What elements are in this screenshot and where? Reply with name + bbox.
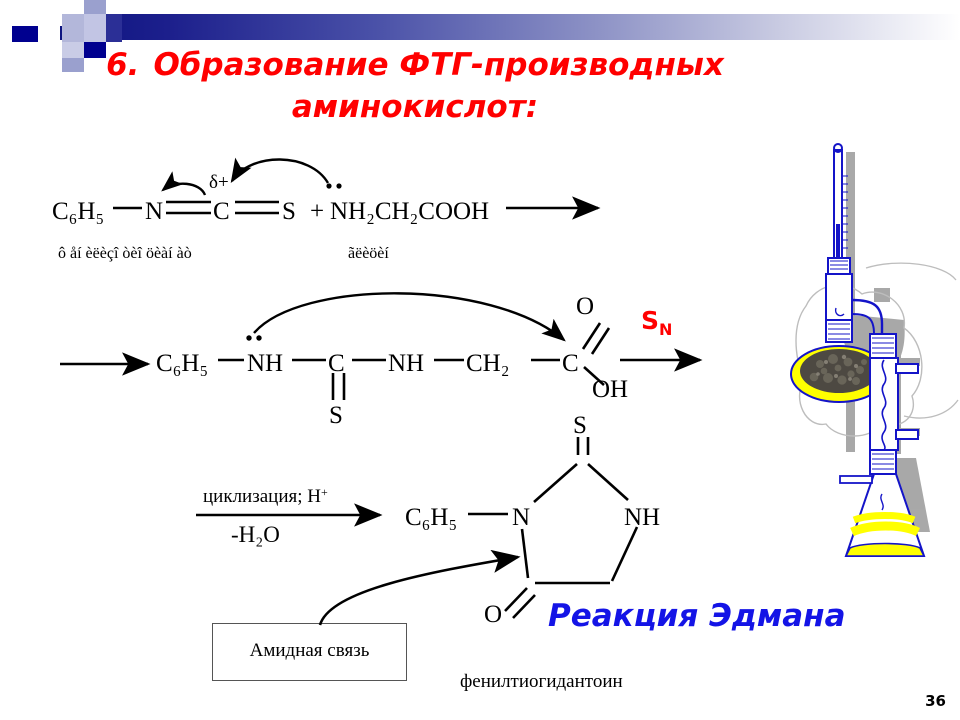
title-text-1: Образование ФТГ-производных bbox=[153, 47, 724, 83]
condenser bbox=[869, 357, 919, 451]
ring-bond-c5-n bbox=[520, 528, 530, 579]
sn-subscript: N bbox=[659, 320, 673, 339]
lone-pair-dot-s2 bbox=[336, 183, 342, 189]
ring-bond-c2-nh bbox=[587, 463, 629, 501]
title-number: 6. bbox=[106, 47, 140, 83]
bond-c-o-row2-b bbox=[590, 327, 611, 355]
row2-oxygen-atom: O bbox=[576, 293, 595, 320]
lone-pair-dot-n1 bbox=[246, 335, 252, 341]
row3-ring-oxygen: O bbox=[484, 601, 503, 628]
row1-reagent2-name: ãëèöèí bbox=[348, 245, 389, 262]
row2-nh-first: NH bbox=[247, 350, 284, 377]
header-square-2 bbox=[40, 6, 62, 26]
row3-ring-nitrogen: N bbox=[512, 504, 531, 531]
header-gradient-bar bbox=[60, 14, 960, 40]
row3-ring-sulfur: S bbox=[573, 412, 587, 439]
row3-above-arrow-label: циклизация; H+ bbox=[203, 485, 328, 508]
amide-bond-callout-box: Амидная связь bbox=[212, 623, 407, 681]
electron-arrow-c-to-n bbox=[161, 171, 207, 196]
bond-c-o-row2-a bbox=[581, 322, 602, 350]
lone-pair-dot-s1 bbox=[326, 183, 332, 189]
sample-granule-texture bbox=[809, 354, 867, 385]
header-square-11 bbox=[106, 0, 122, 14]
lone-pair-dot-n2 bbox=[256, 335, 262, 341]
sn-letter: S bbox=[641, 306, 660, 335]
electron-arrow-nh-to-carboxyl bbox=[253, 292, 566, 342]
header-square-7 bbox=[62, 58, 84, 72]
side-arm-tube bbox=[851, 298, 884, 334]
apparatus-sketch-outline-2 bbox=[865, 262, 957, 281]
row3-below-arrow-label: -H₂O bbox=[231, 522, 280, 547]
erlenmeyer-flask bbox=[839, 473, 926, 557]
side-arm-tube-inner bbox=[851, 313, 875, 335]
row2-carboxyl-carbon: C bbox=[562, 350, 579, 377]
header-square-10 bbox=[84, 42, 106, 58]
header-square-1 bbox=[12, 26, 38, 42]
amide-bond-label: Амидная связь bbox=[249, 640, 370, 661]
header-square-3 bbox=[40, 42, 62, 58]
cyclization-text: циклизация; H bbox=[203, 486, 321, 507]
row3-ring-nh: NH bbox=[624, 504, 661, 531]
row2-nh-second: NH bbox=[388, 350, 425, 377]
row2-hydroxyl-group: OH bbox=[592, 376, 629, 403]
cyclization-sup: + bbox=[320, 485, 328, 499]
row2-phenyl-group: C₆H₅ bbox=[156, 350, 209, 377]
header-square-9 bbox=[84, 14, 106, 42]
distillation-apparatus-clipart bbox=[790, 143, 959, 557]
row1-plus-sign: + bbox=[310, 198, 325, 225]
row1-sulfur-atom: S bbox=[282, 198, 296, 225]
header-square-4 bbox=[62, 0, 84, 14]
ring-bond-n-c2 bbox=[533, 463, 578, 503]
ring-bond-nh-ch2 bbox=[610, 526, 639, 582]
flask-neck bbox=[825, 273, 853, 321]
glass-joint-top bbox=[827, 257, 851, 275]
row1-nitrogen-atom: N bbox=[145, 198, 164, 225]
glass-joint-condenser-bottom bbox=[869, 449, 897, 475]
row1-carbon-atom: C bbox=[213, 198, 230, 225]
row1-reagent1-name: ô åí èëèçî òèî öèàí àò bbox=[58, 245, 192, 262]
row1-reagent2: NH₂CH₂COOH bbox=[330, 198, 490, 225]
row2-sulfur-atom: S bbox=[329, 402, 343, 429]
row3-ring-phenyl: C₆H₅ bbox=[405, 504, 458, 531]
ring-bond-c-o-a bbox=[504, 587, 528, 612]
row1-reagent1: C₆H₅ bbox=[52, 198, 105, 225]
row2-thiocarbonyl-carbon: C bbox=[328, 350, 345, 377]
sample-granule-highlights bbox=[816, 354, 858, 381]
edman-reaction-label: Реакция Эдмана bbox=[548, 598, 846, 634]
product-name-label: фенилтиогидантоин bbox=[460, 671, 623, 692]
title-line-2: аминокислот: bbox=[291, 89, 539, 125]
title-line-1: 6. Образование ФТГ-производных bbox=[0, 44, 830, 86]
header-square-12 bbox=[106, 14, 122, 42]
page-number: 36 bbox=[925, 692, 946, 710]
glass-joint-flask bbox=[825, 319, 853, 343]
header-square-5 bbox=[62, 14, 84, 42]
apparatus-sketch-outline-3 bbox=[903, 399, 959, 419]
row2-methylene-group: CH₂ bbox=[466, 350, 510, 377]
glass-joint-condenser-top bbox=[869, 333, 897, 359]
sn-mechanism-label: SN bbox=[641, 306, 672, 339]
header-square-8 bbox=[84, 0, 106, 14]
page-title: 6. Образование ФТГ-производных аминокисло… bbox=[0, 44, 830, 128]
header-square-6 bbox=[62, 42, 84, 58]
ring-bond-c-o-b bbox=[512, 594, 536, 619]
electron-arrow-amine-to-carbon bbox=[230, 157, 330, 184]
row1-delta-plus-label: δ+ bbox=[209, 172, 229, 193]
